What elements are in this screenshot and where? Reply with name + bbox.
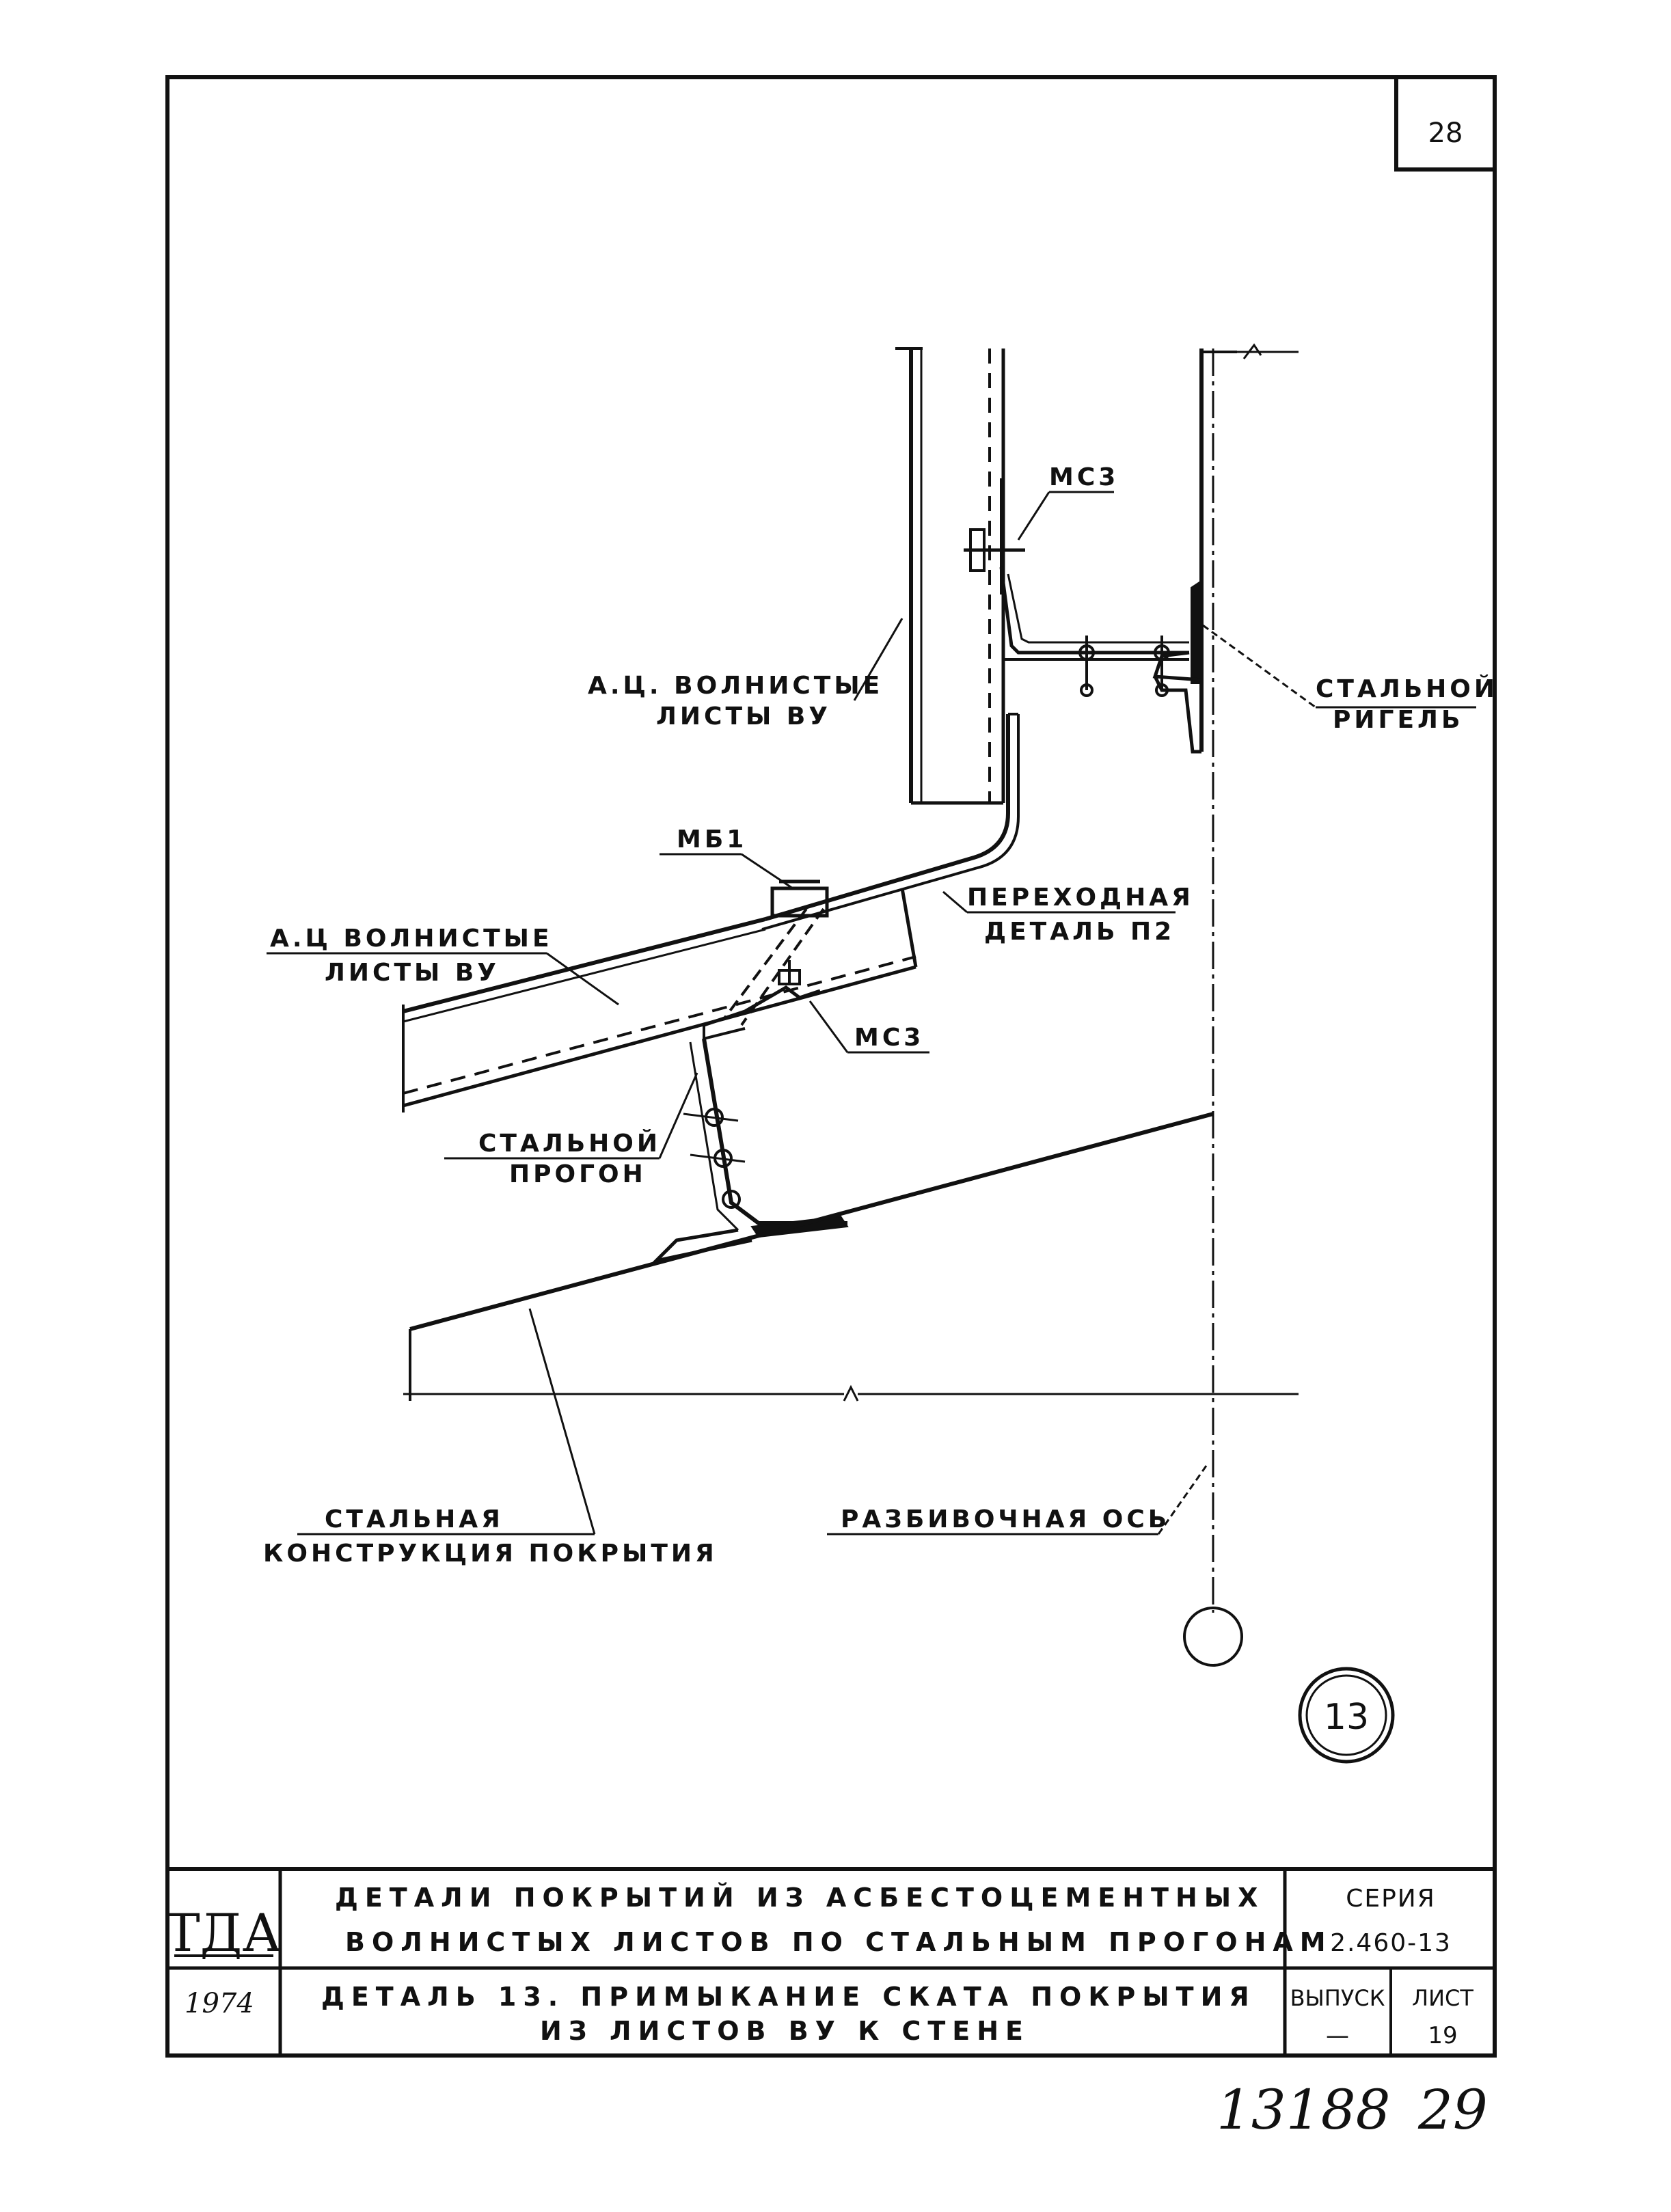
sheet-label: ЛИСТ — [1412, 1985, 1473, 2011]
issue-label: ВЫПУСК — [1290, 1985, 1385, 2011]
detail-number: 13 — [1324, 1697, 1369, 1738]
label-steel-purlin-1: СТАЛЬНОЙ — [478, 1129, 661, 1158]
title-block-logo: ТДА — [165, 1902, 282, 1963]
sheet-number: 28 — [1428, 118, 1463, 149]
steel-purlin — [651, 1038, 849, 1264]
label-roof-sheets-2: ЛИСТЫ ВУ — [325, 959, 500, 987]
sheet-frame — [165, 75, 1497, 2058]
series-value: 2.460-13 — [1330, 1929, 1452, 1957]
sheet-value: 19 — [1428, 2022, 1457, 2049]
steel-girt — [1152, 343, 1299, 754]
label-steel-girt-2: РИГЕЛЬ — [1333, 706, 1463, 734]
handwritten-number-1: 13188 — [1217, 2078, 1391, 2142]
label-mc3-bottom: МС3 — [854, 1024, 924, 1052]
label-steel-girt-1: СТАЛЬНОЙ — [1316, 674, 1498, 703]
layout-axis — [1183, 349, 1243, 1667]
label-transition-2: ДЕТАЛЬ П2 — [984, 918, 1175, 946]
leader-lines — [267, 491, 1476, 1535]
title-block-year: 1974 — [185, 1988, 254, 2019]
roof-structure — [403, 1112, 1299, 1402]
girt-bolts — [1078, 636, 1170, 697]
purlin-clip — [703, 960, 821, 1041]
label-steel-purlin-2: ПРОГОН — [509, 1160, 647, 1188]
issue-value: — — [1326, 2022, 1349, 2049]
label-roof-structure-2: КОНСТРУКЦИЯ ПОКРЫТИЯ — [263, 1540, 718, 1568]
wall-fastener-top — [964, 478, 1025, 595]
detail-title-line-2: ИЗ ЛИСТОВ ВУ К СТЕНЕ — [540, 2016, 1030, 2046]
label-layout-axis: РАЗБИВОЧНАЯ ОСЬ — [841, 1505, 1170, 1533]
sheet-number-box: 28 — [1394, 75, 1497, 172]
series-label: СЕРИЯ — [1346, 1885, 1436, 1913]
title-line-2: ВОЛНИСТЫХ ЛИСТОВ ПО СТАЛЬНЫМ ПРОГОНАМ — [345, 1927, 1333, 1957]
label-roof-sheets-1: А.Ц ВОЛНИСТЫЕ — [270, 925, 553, 953]
roof-fastener-mb1 — [723, 879, 829, 1026]
transition-detail — [761, 713, 1020, 931]
detail-number-marker — [1298, 1667, 1395, 1764]
axis-circle — [1183, 1607, 1243, 1667]
label-wall-sheets-2: ЛИСТЫ ВУ — [656, 702, 831, 730]
label-roof-structure-1: СТАЛЬНАЯ — [325, 1505, 504, 1533]
detail-title-line-1: ДЕТАЛЬ 13. ПРИМЫКАНИЕ СКАТА ПОКРЫТИЯ — [321, 1982, 1256, 2012]
label-mc3-top: МС3 — [1049, 463, 1119, 491]
label-transition-1: ПЕРЕХОДНАЯ — [967, 884, 1194, 912]
roof-sheets — [402, 888, 918, 1112]
title-line-1: ДЕТАЛИ ПОКРЫТИЙ ИЗ АСБЕСТОЦЕМЕНТНЫХ — [335, 1883, 1264, 1913]
wall-sheets — [895, 347, 1005, 805]
label-mb1: МБ1 — [677, 825, 747, 854]
handwritten-number-2: 29 — [1417, 2078, 1488, 2142]
drawing-labels: МС3 А.Ц. ВОЛНИСТЫЕ ЛИСТЫ ВУ СТАЛЬНОЙ РИГ… — [263, 463, 1498, 1738]
title-block: ТДА 1974 ДЕТАЛИ ПОКРЫТИЙ ИЗ АСБЕСТОЦЕМЕН… — [165, 1867, 1495, 2056]
detail-drawing — [267, 343, 1476, 1764]
label-wall-sheets-1: А.Ц. ВОЛНИСТЫЕ — [588, 672, 883, 700]
